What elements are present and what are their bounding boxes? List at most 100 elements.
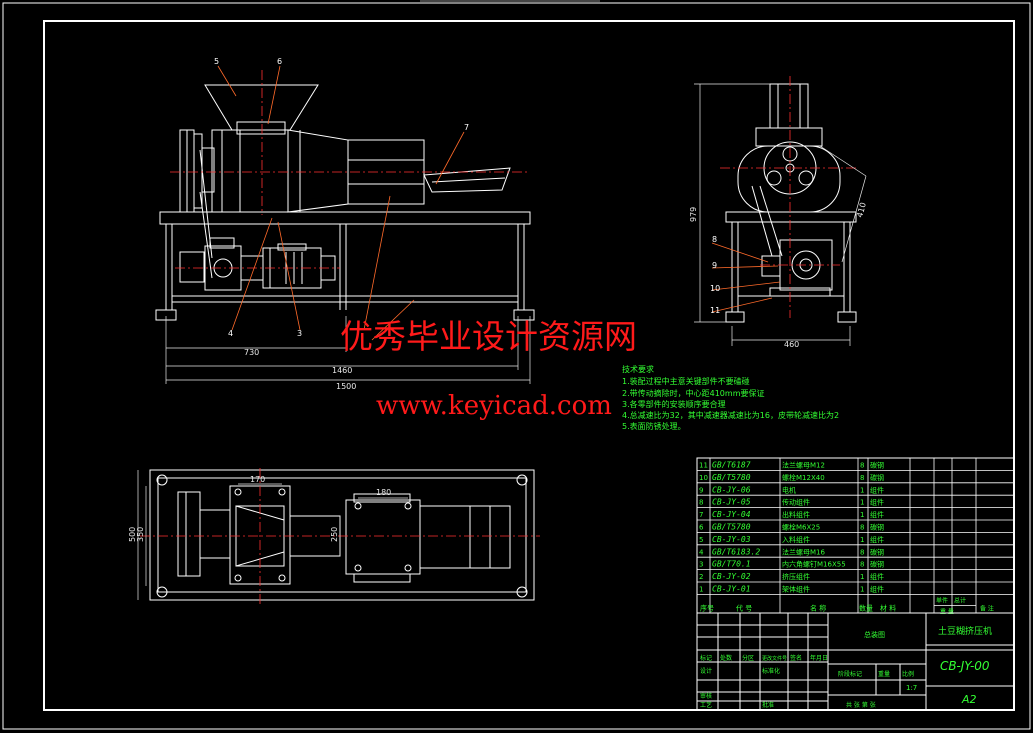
bom-cell-no: 8	[699, 499, 703, 507]
rev-doc: 更改文件号	[762, 655, 787, 662]
bom-cell-mat: 组件	[870, 535, 884, 544]
side-part-10: 10	[710, 284, 720, 293]
watermark-url: www.keyicad.com	[376, 391, 612, 421]
rev-sign: 签名	[790, 654, 802, 662]
front-dim-730: 730	[244, 348, 259, 357]
weight-label: 重量	[878, 670, 890, 678]
tech-note-5: 5.表面防锈处理。	[622, 421, 686, 431]
bom-cell-qty: 1	[860, 486, 864, 494]
approve-label: 批准	[762, 701, 774, 709]
std-label: 标准化	[762, 667, 780, 675]
bom-cell-code: CB-JY-04	[712, 510, 751, 519]
bom-header-cell: 总计	[954, 596, 966, 604]
front-part-3: 3	[297, 329, 302, 338]
side-dim-979: 979	[689, 207, 698, 222]
bom-header-cell: 数量	[859, 603, 873, 612]
bom-cell-no: 9	[699, 486, 703, 494]
bom-header-cell: 备 注	[980, 604, 994, 612]
reviewer-label: 审核	[700, 692, 712, 700]
top-dim-180: 180	[376, 488, 391, 497]
bom-cell-no: 6	[699, 524, 704, 532]
bom-cell-no: 4	[699, 548, 704, 556]
bom-cell-qty: 8	[860, 548, 864, 556]
bom-cell-name: 传动组件	[782, 498, 810, 507]
top-dim-170: 170	[250, 475, 265, 484]
bom-header-cell: 代 号	[736, 603, 752, 612]
bom-cell-name: 螺栓M12X40	[782, 473, 825, 482]
sheet-size: A2	[961, 693, 977, 706]
bom-cell-qty: 1	[860, 573, 864, 581]
bom-cell-no: 11	[699, 462, 708, 470]
sheet-count: 共 张 第 张	[846, 701, 876, 709]
bom-cell-mat: 组件	[870, 510, 884, 519]
bom-cell-no: 3	[699, 561, 703, 569]
bom-cell-name: 螺栓M6X25	[782, 523, 820, 532]
bom-cell-name: 内六角螺钉M16X55	[782, 560, 846, 569]
tech-note-1: 1.装配过程中主意关键部件不要磕碰	[622, 376, 750, 386]
bom-cell-code: GB/T6183.2	[712, 547, 760, 556]
front-dim-1460: 1460	[332, 366, 352, 375]
bom-cell-name: 法兰螺母M12	[782, 461, 825, 470]
bom-cell-qty: 8	[860, 474, 864, 482]
bom-cell-code: CB-JY-03	[712, 535, 751, 544]
bom-cell-code: CB-JY-02	[712, 572, 751, 581]
bom-cell-mat: 碳钢	[870, 461, 884, 470]
front-part-5: 5	[214, 57, 219, 66]
front-part-4: 4	[228, 329, 233, 338]
tech-note-3: 3.各零部件的安装顺序要合理	[622, 399, 726, 409]
bom-cell-qty: 1	[860, 511, 864, 519]
rev-date: 年月日	[810, 654, 828, 662]
bom-cell-name: 挤压组件	[782, 572, 810, 581]
side-dim-460: 460	[784, 340, 799, 349]
bom-cell-mat: 组件	[870, 585, 884, 594]
side-part-8: 8	[712, 235, 717, 244]
assembly-label: 总装图	[864, 630, 885, 639]
craft-label: 工艺	[700, 701, 712, 709]
bom-cell-no: 2	[699, 573, 703, 581]
front-view	[155, 84, 535, 321]
bom-header-cell: 序号	[700, 603, 714, 612]
top-dim-500: 500	[128, 527, 137, 542]
bom-header-cell: 材 料	[880, 603, 896, 612]
bom-cell-qty: 8	[860, 524, 864, 532]
bom-cell-code: GB/T5780	[712, 523, 751, 532]
bom-cell-qty: 1	[860, 536, 864, 544]
title-block	[696, 612, 1015, 711]
rev-mark: 标记	[700, 654, 712, 662]
front-part-7: 7	[464, 123, 469, 132]
scale-label: 比例	[902, 670, 914, 678]
rev-count: 处数	[720, 654, 732, 662]
bom-cell-name: 电机	[782, 485, 796, 494]
front-dim-1500: 1500	[336, 382, 356, 391]
bom-cell-mat: 碳钢	[870, 547, 884, 556]
bom-cell-name: 出料组件	[782, 510, 810, 519]
bom-cell-mat: 碳钢	[870, 523, 884, 532]
designer-label: 设计	[700, 667, 712, 675]
drawing-border	[43, 20, 1015, 711]
bom-cell-no: 7	[699, 511, 703, 519]
bom-header-cell: 名 称	[810, 603, 826, 612]
front-part-6: 6	[277, 57, 282, 66]
bom-cell-name: 法兰螺母M16	[782, 547, 825, 556]
top-dim-350: 350	[136, 527, 145, 542]
bom-cell-no: 1	[699, 586, 703, 594]
bom-cell-name: 入料组件	[782, 535, 810, 544]
tech-note-4: 4.总减速比为32，其中减速器减速比为16，皮带轮减速比为2	[622, 410, 839, 420]
drawing-name: 土豆糊挤压机	[938, 625, 992, 637]
bom-cell-mat: 组件	[870, 498, 884, 507]
bom-cell-qty: 1	[860, 586, 864, 594]
side-part-9: 9	[712, 261, 717, 270]
bom-cell-code: CB-JY-06	[712, 485, 751, 494]
side-part-11: 11	[710, 306, 720, 315]
bom-cell-qty: 8	[860, 462, 864, 470]
scale-value: 1:7	[906, 684, 917, 692]
bom-cell-code: CB-JY-01	[712, 585, 751, 594]
bom-cell-no: 5	[699, 536, 703, 544]
watermark-chinese: 优秀毕业设计资源网	[340, 317, 637, 356]
bom-cell-mat: 组件	[870, 485, 884, 494]
stage-mark-label: 阶段标记	[838, 670, 862, 678]
side-dim-410: 410	[855, 201, 868, 218]
bom-header-cell: 重 量	[940, 607, 954, 615]
